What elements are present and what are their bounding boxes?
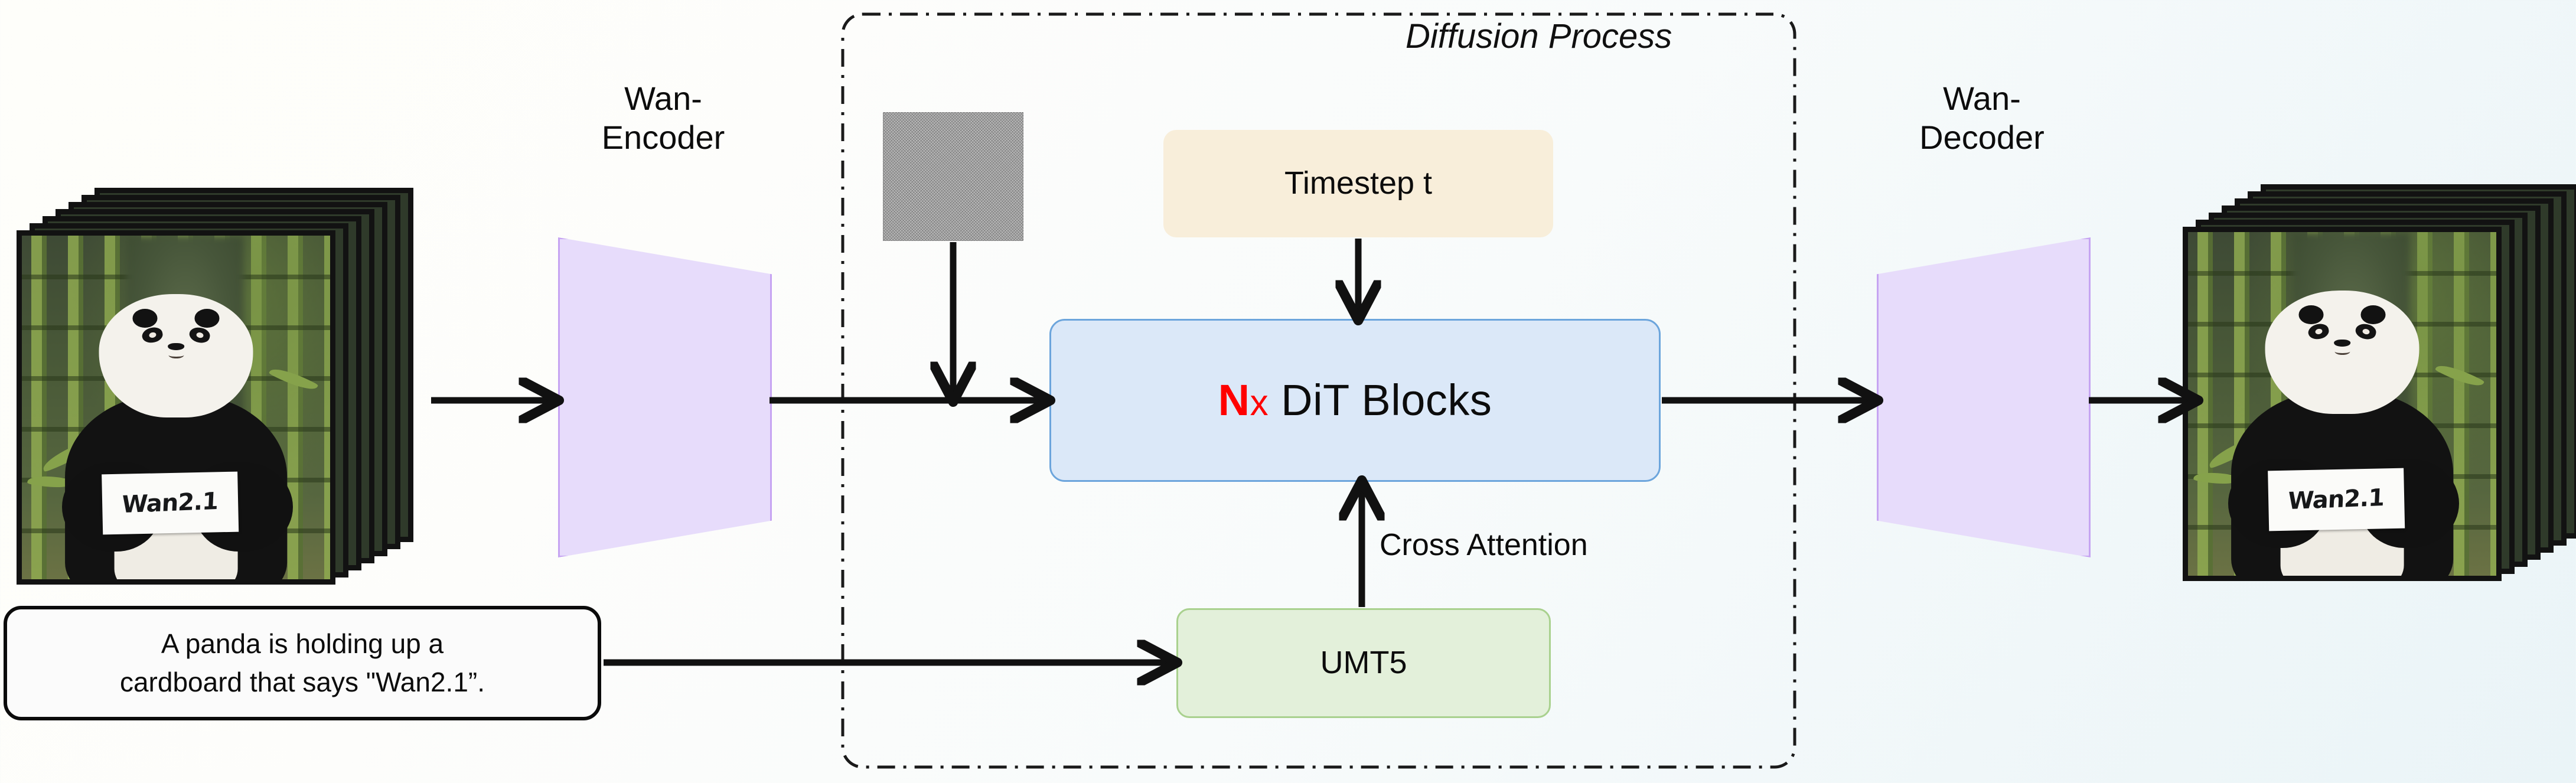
panda-right-ear [194, 309, 220, 328]
diffusion-process-region [841, 12, 1796, 769]
panda-left-eye-patch [2307, 322, 2331, 341]
dit-repeat-count: N [1218, 375, 1250, 425]
panda-right-eye-patch [2353, 322, 2378, 341]
prompt-textbox[interactable]: A panda is holding up a cardboard that s… [4, 606, 601, 720]
panda-nose [2333, 339, 2351, 347]
panda-left-eye-patch [141, 325, 165, 345]
timestep-block[interactable]: Timestep t [1163, 130, 1553, 237]
wan-encoder-label-line2: Encoder [601, 119, 725, 156]
prompt-line-1: A panda is holding up a [161, 628, 444, 659]
prompt-text: A panda is holding up a cardboard that s… [120, 625, 485, 702]
panda-mouth [2334, 348, 2350, 355]
panda-scene: Wan2.1 [2188, 232, 2496, 576]
panda-mouth [168, 351, 184, 358]
wan-encoder-label: Wan- Encoder [558, 79, 768, 396]
wan-encoder-block[interactable] [558, 237, 772, 557]
panda-nose [167, 342, 185, 351]
dit-blocks-block[interactable]: Nx DiT Blocks [1049, 319, 1661, 482]
dit-times-symbol: x [1250, 382, 1269, 423]
wan-decoder-label-line1: Wan- [1943, 80, 2021, 117]
cardboard-sign-text: Wan2.1 [2287, 484, 2385, 515]
wan-encoder-label-line1: Wan- [624, 80, 702, 117]
input-video-frame-stack: Wan2.1 [17, 188, 430, 585]
panda-scene: Wan2.1 [22, 236, 330, 579]
diffusion-region-dashdot-border [841, 12, 1796, 769]
output-video-frame-stack: Wan2.1 [2183, 184, 2576, 581]
wan-decoder-block[interactable] [1877, 237, 2091, 557]
umt5-text-encoder-block[interactable]: UMT5 [1176, 608, 1551, 718]
panda-right-eye-patch [187, 325, 211, 345]
prompt-line-2: cardboard that says "Wan2.1”. [119, 667, 485, 697]
diffusion-process-title: Diffusion Process [1406, 17, 1672, 56]
panda-right-ear [2360, 305, 2386, 324]
panda-left-ear [2298, 305, 2324, 324]
panda-cardboard-sign: Wan2.1 [101, 471, 239, 534]
panda-cardboard-sign: Wan2.1 [2267, 468, 2405, 531]
input-frame-front: Wan2.1 [17, 230, 335, 585]
noise-latent-patch [883, 112, 1023, 241]
panda-left-ear [132, 309, 158, 328]
wan-decoder-label-line2: Decoder [1919, 119, 2045, 156]
panda-head [2265, 290, 2420, 415]
cardboard-sign-text: Wan2.1 [120, 487, 219, 518]
wan-decoder-label: Wan- Decoder [1877, 79, 2087, 396]
cross-attention-label: Cross Attention [1380, 528, 1588, 562]
umt5-label: UMT5 [1320, 645, 1407, 681]
panda-head [99, 293, 253, 418]
dit-blocks-label: Nx DiT Blocks [1218, 374, 1492, 427]
timestep-label: Timestep t [1284, 165, 1433, 201]
output-frame-front: Wan2.1 [2183, 227, 2502, 581]
dit-blocks-text: DiT Blocks [1281, 375, 1492, 425]
